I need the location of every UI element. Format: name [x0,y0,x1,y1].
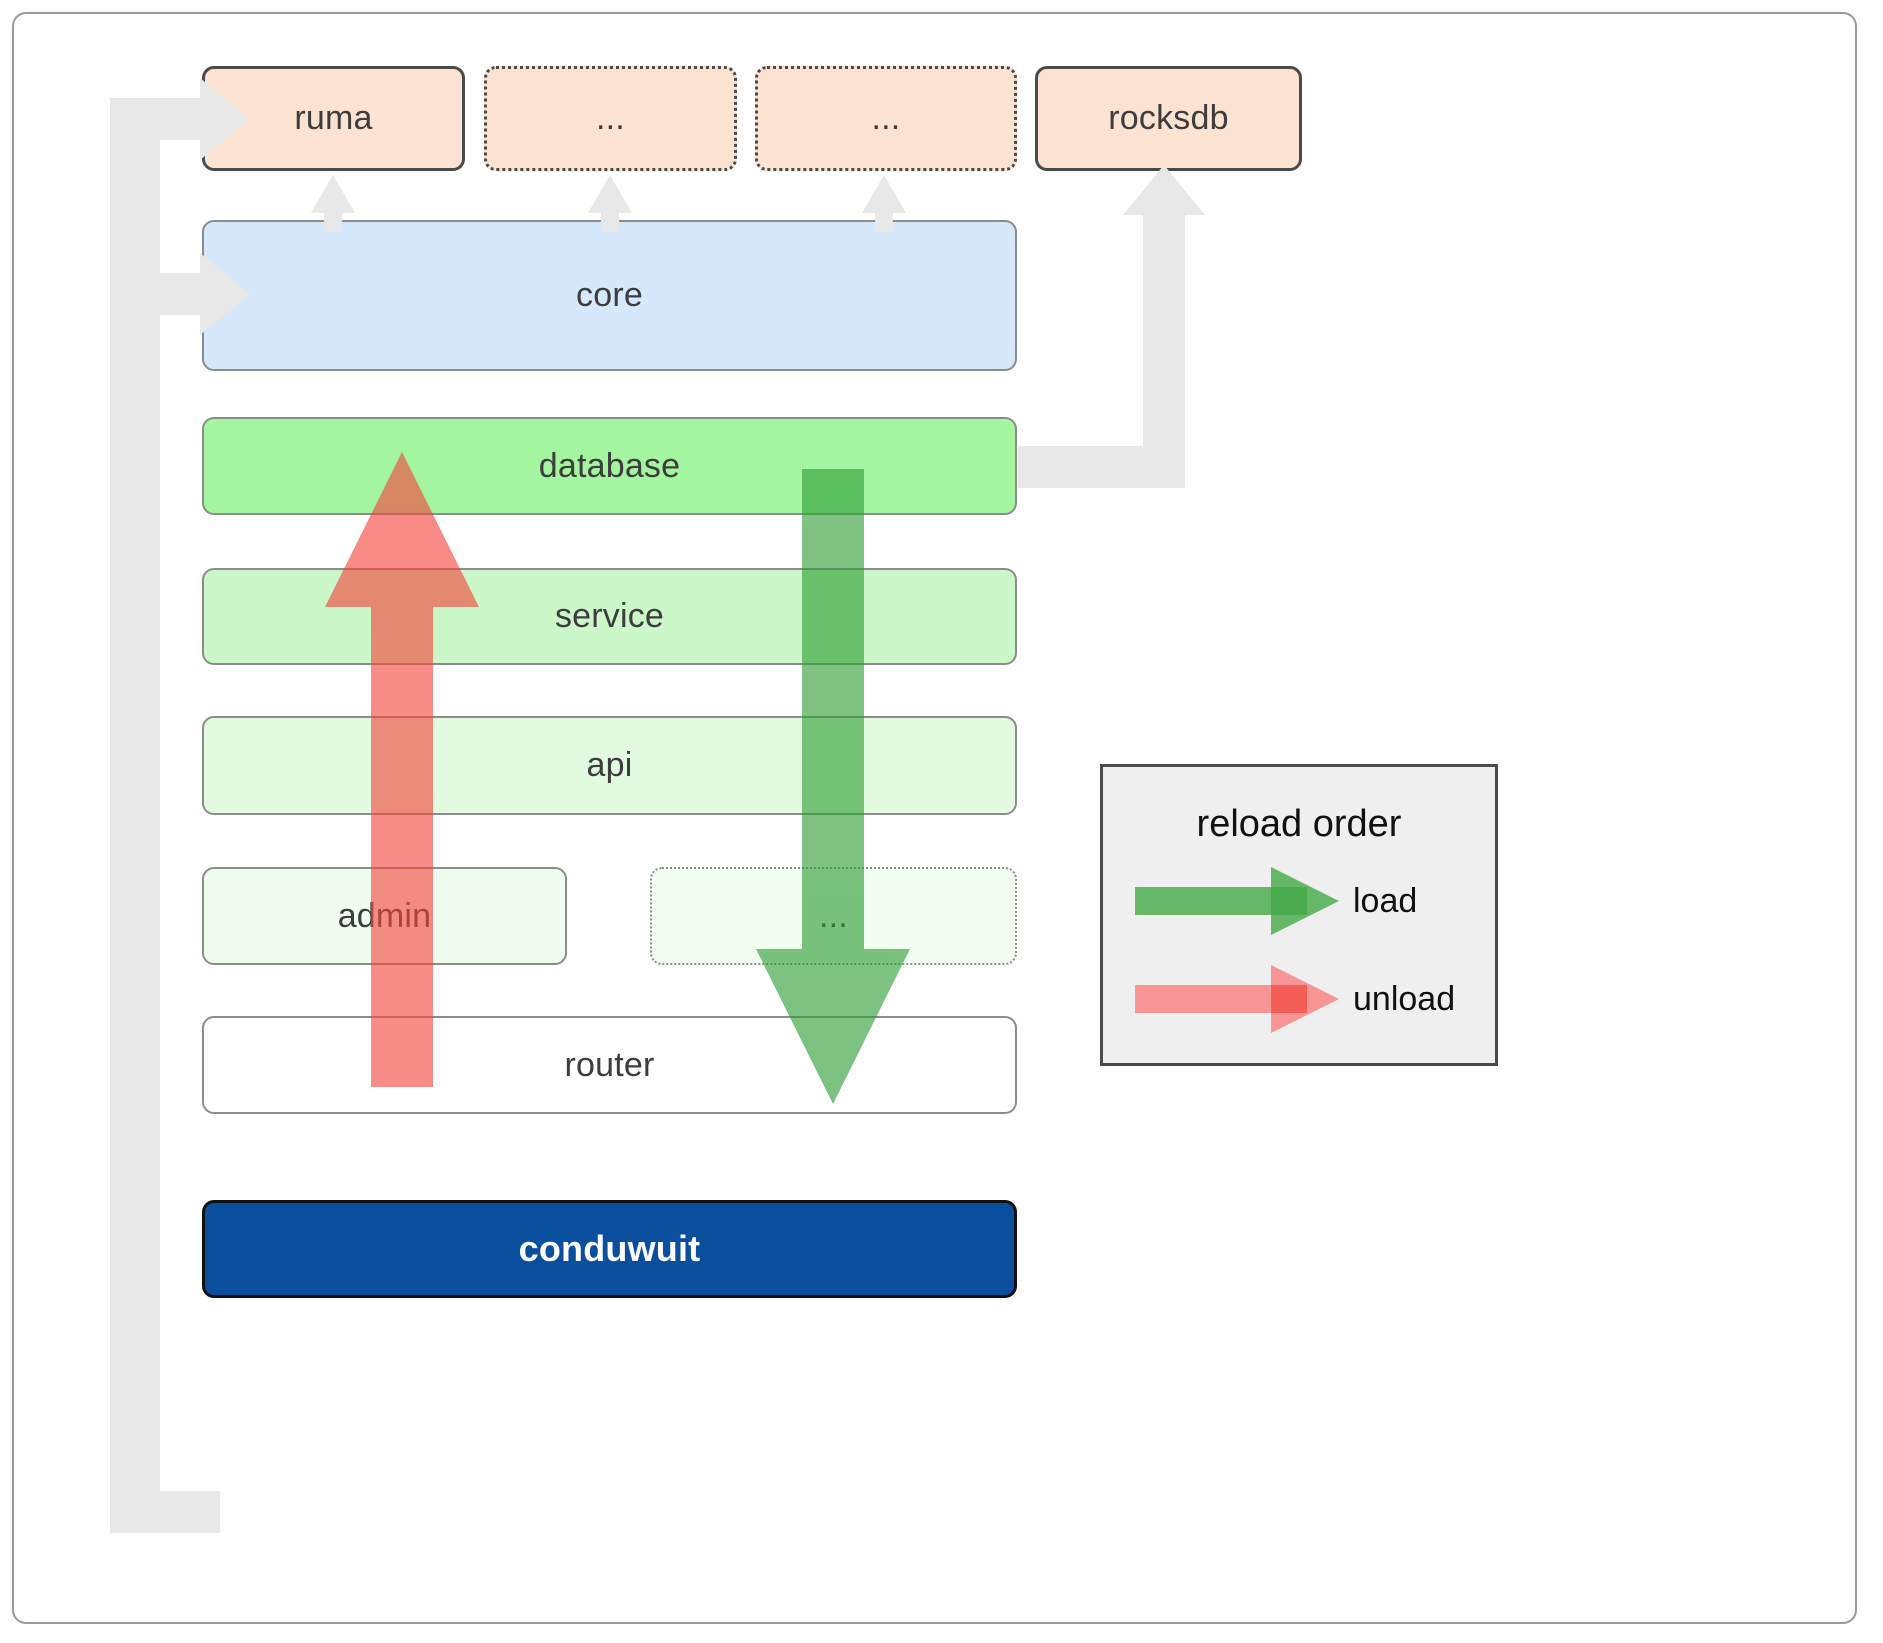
box-ruma-label: ruma [294,99,373,137]
box-api[interactable]: api [202,716,1017,815]
box-database-label: database [538,446,681,485]
box-top-ellipsis-1[interactable]: ... [484,66,737,171]
box-ruma[interactable]: ruma [202,66,465,171]
box-rocksdb[interactable]: rocksdb [1035,66,1302,171]
box-row-ellipsis[interactable]: ... [650,867,1017,965]
box-core[interactable]: core [202,220,1017,371]
legend-title: reload order [1196,803,1402,845]
legend-arrow-icons [1135,867,1339,1033]
box-conduwuit-label: conduwuit [518,1228,701,1269]
legend-load-arrow-icon [1135,867,1339,935]
box-router[interactable]: router [202,1016,1017,1114]
box-top-ellipsis-2-label: ... [871,99,901,137]
legend-unload-label: unload [1353,980,1456,1018]
box-router-label: router [564,1045,655,1084]
box-top-ellipsis-1-label: ... [596,99,625,137]
box-core-label: core [576,276,643,314]
box-top-ellipsis-2[interactable]: ... [755,66,1017,171]
box-admin-label: admin [337,896,432,935]
box-conduwuit[interactable]: conduwuit [202,1200,1017,1298]
box-service[interactable]: service [202,568,1017,665]
box-service-label: service [554,597,665,635]
box-database[interactable]: database [202,417,1017,515]
legend-unload-arrow-icon [1135,965,1339,1033]
legend-panel: reload order load unload [1100,764,1498,1066]
box-api-label: api [586,746,633,784]
legend-load-label: load [1353,882,1418,920]
box-admin[interactable]: admin [202,867,567,965]
box-rocksdb-label: rocksdb [1108,99,1229,137]
box-row-ellipsis-label: ... [819,896,848,935]
